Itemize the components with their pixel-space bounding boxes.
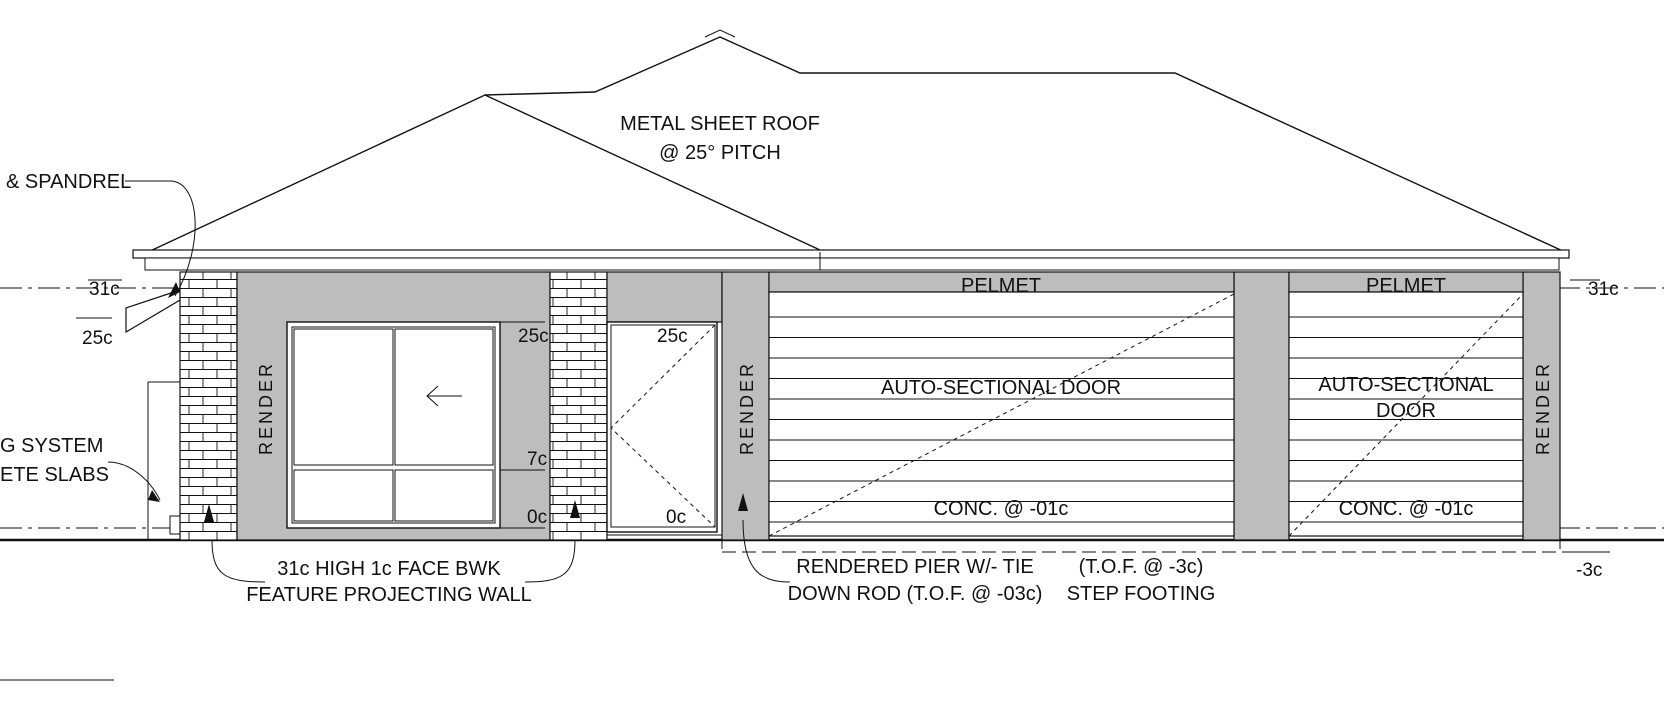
roof xyxy=(132,29,1570,271)
pelmet-label-wide: PELMET xyxy=(961,275,1041,297)
level-top-right: 31c xyxy=(1588,279,1619,300)
pier-label-line1: RENDERED PIER W/- TIE xyxy=(796,556,1033,578)
level-window-sill: 7c xyxy=(527,449,547,470)
system-label-line1: G SYSTEM xyxy=(0,435,103,457)
conc-label-narrow: CONC. @ -01c xyxy=(1339,498,1474,520)
garage xyxy=(721,271,1561,541)
render-label-1: RENDER xyxy=(256,361,276,455)
spandrel-label: & SPANDREL xyxy=(6,171,131,193)
entry-door xyxy=(606,271,723,536)
roof-label-line2: @ 25° PITCH xyxy=(659,142,781,164)
render-label-3: RENDER xyxy=(1533,361,1553,455)
level-door-base: 0c xyxy=(666,507,686,528)
level-door-head: 25c xyxy=(657,326,688,347)
level-window-base: 0c xyxy=(527,507,547,528)
sliding-window xyxy=(286,321,501,529)
door-wide-label: AUTO-SECTIONAL DOOR xyxy=(881,377,1121,399)
render-pier-2 xyxy=(721,271,770,541)
pelmet-label-narrow: PELMET xyxy=(1366,275,1446,297)
brick-pier-left xyxy=(179,271,238,541)
door-narrow-label-line2: DOOR xyxy=(1376,400,1436,422)
pier-label-line2: DOWN ROD (T.O.F. @ -03c) xyxy=(788,583,1043,605)
render-label-2: RENDER xyxy=(737,361,757,455)
leader-lines xyxy=(107,180,791,583)
render-pier-4 xyxy=(1522,271,1561,541)
level-footing: -3c xyxy=(1576,560,1602,581)
feature-wall-label-line1: 31c HIGH 1c FACE BWK xyxy=(277,558,501,580)
roof-label-line1: METAL SHEET ROOF xyxy=(620,113,820,135)
footing-label-line2: STEP FOOTING xyxy=(1067,583,1216,605)
level-upper-left: 25c xyxy=(82,328,113,349)
left-annex xyxy=(125,289,181,540)
level-top-left: 31c xyxy=(89,279,120,300)
conc-label-wide: CONC. @ -01c xyxy=(934,498,1069,520)
door-narrow-label-line1: AUTO-SECTIONAL xyxy=(1318,374,1493,396)
system-label-line2: ETE SLABS xyxy=(0,464,109,486)
level-window-head: 25c xyxy=(518,326,549,347)
feature-wall-label-line2: FEATURE PROJECTING WALL xyxy=(246,584,532,606)
footing-label-line1: (T.O.F. @ -3c) xyxy=(1079,556,1204,578)
brick-pier-middle xyxy=(549,271,608,541)
render-pier-3 xyxy=(1233,271,1290,541)
